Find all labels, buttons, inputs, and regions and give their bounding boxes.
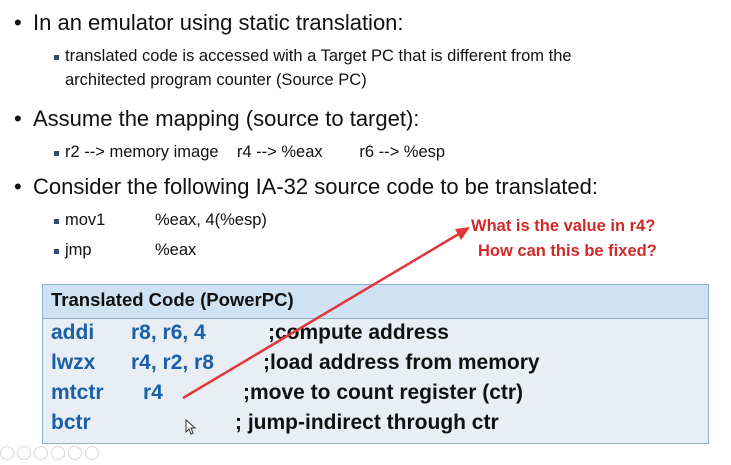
bullet-3-text: Consider the following IA-32 source code… [33, 174, 598, 199]
nav-dot[interactable] [68, 446, 82, 460]
code-op: mtctr [51, 381, 104, 404]
code-args: r4, r2, r8 [131, 351, 214, 374]
nav-dot[interactable] [51, 446, 65, 460]
code-comment: ;compute address [268, 321, 449, 344]
nav-dot[interactable] [85, 446, 99, 460]
bullet-1-text: In an emulator using static translation: [33, 10, 404, 35]
bullet-1-sub-1-line-2: architected program counter (Source PC) [65, 71, 367, 89]
annotation-arrowhead [455, 227, 470, 240]
code-comment: ;move to count register (ctr) [243, 381, 524, 404]
nav-dot[interactable] [0, 446, 14, 460]
code-op: bctr [51, 411, 91, 434]
code-comment: ;load address from memory [263, 351, 540, 374]
source-line-2-args: %eax [155, 241, 197, 259]
table-row: mtctr r4 ;move to count register (ctr) [43, 381, 708, 409]
nav-dot[interactable] [34, 446, 48, 460]
table-row: bctr ; jump-indirect through ctr [43, 411, 708, 439]
table-row: addi r8, r6, 4 ;compute address [43, 321, 708, 349]
sub-bullet-square [54, 151, 59, 156]
question-2: How can this be fixed? [478, 242, 657, 260]
bullet-1-sub-1-line-1: translated code is accessed with a Targe… [65, 47, 572, 65]
source-line-1-args: %eax, 4(%esp) [155, 211, 267, 229]
bullet-2-sub-1: r2 --> memory image r4 --> %eax r6 --> %… [65, 143, 446, 161]
code-op: lwzx [51, 351, 96, 374]
sub-bullet-square [54, 219, 59, 224]
bullet-dot: • [14, 10, 22, 35]
bullet-2-text: Assume the mapping (source to target): [33, 106, 420, 131]
source-line-2-op: jmp [65, 241, 92, 259]
bullet-dot: • [14, 106, 22, 131]
translated-code-table: Translated Code (PowerPC) addi r8, r6, 4… [42, 284, 709, 444]
table-header: Translated Code (PowerPC) [43, 285, 708, 319]
sub-bullet-square [54, 249, 59, 254]
nav-dot[interactable] [17, 446, 31, 460]
bullet-dot: • [14, 174, 22, 199]
table-title: Translated Code (PowerPC) [51, 289, 294, 310]
source-line-1-op: mov1 [65, 211, 106, 229]
sub-bullet-square [54, 55, 59, 60]
table-row: lwzx r4, r2, r8 ;load address from memor… [43, 351, 708, 379]
code-op: addi [51, 321, 95, 344]
code-args: r4 [143, 381, 163, 404]
code-args: r8, r6, 4 [131, 321, 206, 344]
code-comment: ; jump-indirect through ctr [235, 411, 499, 434]
question-1: What is the value in r4? [471, 217, 656, 235]
